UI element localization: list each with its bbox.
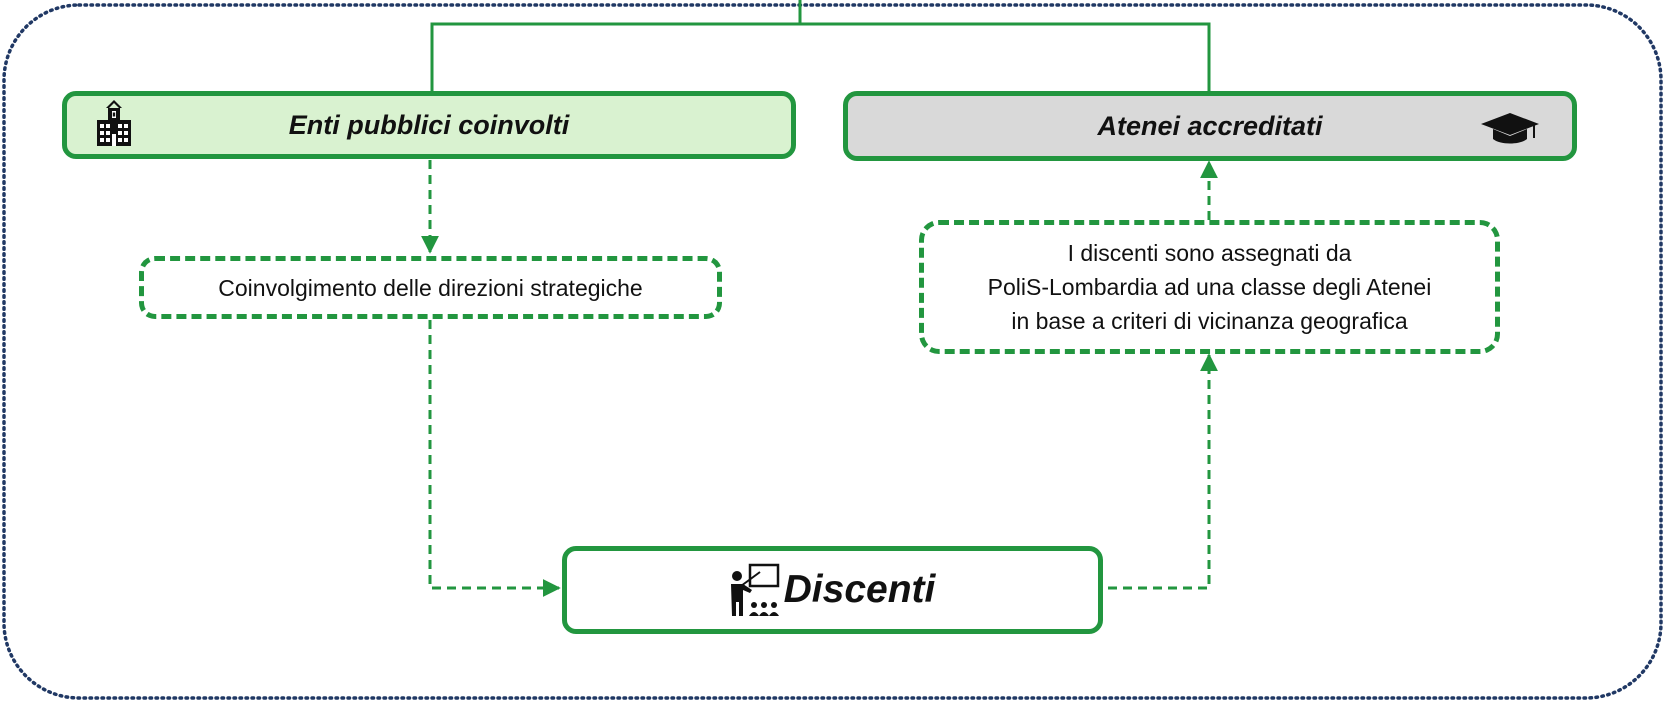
outer-dotted-frame <box>2 3 1663 700</box>
discenti-box: Discenti <box>562 546 1103 634</box>
arrow-discenti-to-assegnazione <box>1108 353 1218 590</box>
discenti-label: Discenti <box>783 568 936 611</box>
atenei-box: Atenei accreditati <box>843 91 1577 161</box>
school-building-icon <box>97 100 131 146</box>
coinvolgimento-box: Coinvolgimento delle direzioni strategic… <box>139 256 722 319</box>
enti-pubblici-label: Enti pubblici coinvolti <box>288 109 570 140</box>
enti-pubblici-box: Enti pubblici coinvolti <box>62 91 796 159</box>
graduation-cap-icon <box>1481 113 1539 144</box>
assegnazione-line-1: I discenti sono assegnati da <box>1067 240 1352 266</box>
atenei-label: Atenei accreditati <box>1097 110 1323 141</box>
coinvolgimento-label: Coinvolgimento delle direzioni strategic… <box>218 274 643 301</box>
top-tree-connector <box>430 0 1211 91</box>
teacher-presentation-icon <box>730 563 779 616</box>
arrow-coinvolgimento-to-discenti <box>428 320 561 597</box>
assegnazione-line-2: PoliS-Lombardia ad una classe degli Aten… <box>987 274 1432 300</box>
assegnazione-box: I discenti sono assegnati da PoliS-Lomba… <box>919 220 1500 354</box>
assegnazione-line-3: in base a criteri di vicinanza geografic… <box>1011 308 1408 334</box>
